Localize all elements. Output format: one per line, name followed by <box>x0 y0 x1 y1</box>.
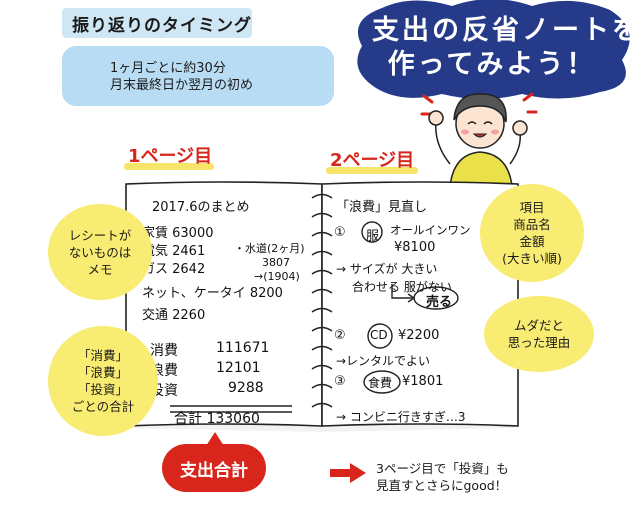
page1-heading: 2017.6のまとめ <box>152 200 250 215</box>
total-badge-pointer <box>206 432 224 446</box>
page2-item1-category: 服 <box>366 229 380 244</box>
spiral-ring <box>311 345 333 351</box>
page2-item1-price: ¥8100 <box>394 240 436 255</box>
page2-item2-reason: →レンタルでよい <box>336 354 431 368</box>
page2-label-underline <box>326 167 418 174</box>
page1-invest-value: 9288 <box>228 380 264 396</box>
bubble-receipt-note: レシートが ないものは メモ <box>48 204 152 300</box>
title-line1: 支出の反省ノートを <box>372 15 640 46</box>
bubble-receipt-line3: メモ <box>87 261 113 277</box>
total-badge: 支出合計 <box>162 444 266 492</box>
page1-water-value-half: →(1904) <box>254 270 300 283</box>
spiral-ring <box>311 212 333 218</box>
page1-rent: 家賃 63000 <box>142 226 214 241</box>
timing-line1: 1ヶ月ごとに約30分 <box>110 61 226 76</box>
page2-item3-price: ¥1801 <box>402 374 444 389</box>
spiral-ring <box>311 326 333 332</box>
bubble-item-line3: 金額 <box>519 234 545 249</box>
title-line2: 作ってみよう！ <box>387 49 597 80</box>
bubble-category-sums: 「消費」 「浪費」 「投資」 ごとの合計 <box>48 326 158 436</box>
spiral-ring <box>311 307 333 313</box>
page1-water: ・水道(2ヶ月) <box>234 242 305 255</box>
timing-line2: 月末最終日か翌月の初め <box>110 78 254 93</box>
timing-heading: 振り返りのタイミング <box>62 8 252 38</box>
spiral-ring <box>311 288 333 294</box>
page2-label: 2ページ目 <box>330 150 415 171</box>
cheering-woman-illustration <box>420 92 538 186</box>
bubble-receipt-line1: レシートが <box>68 227 132 243</box>
page1-net: ネット、ケータイ 8200 <box>142 286 283 301</box>
page1-water-value: 3807 <box>262 256 290 269</box>
spiral-ring <box>311 193 333 199</box>
bubble-receipt-line2: ないものは <box>68 244 132 260</box>
page1-label: 1ページ目 <box>128 146 213 167</box>
bubble-item-line1: 項目 <box>519 200 545 215</box>
spiral-ring <box>311 383 333 389</box>
spiral-ring <box>311 231 333 237</box>
bubble-item-line2: 商品名 <box>513 217 551 232</box>
page1-consume-value: 111671 <box>216 340 270 356</box>
page2-item3-number: ③ <box>334 374 346 389</box>
page2-item2-number: ② <box>334 328 346 343</box>
page1-consume: 消費 <box>150 343 178 359</box>
page2-item2-category: CD <box>370 328 388 342</box>
title-cloud <box>357 0 630 99</box>
spiral-ring <box>311 364 333 370</box>
bubble-waste-reason: ムダだと 思った理由 <box>484 296 594 372</box>
bubble-sum-line3: 「投資」 <box>77 382 128 397</box>
page2-item1-reason2: 合わせる 服がない <box>352 280 452 294</box>
page1-total: 合計 133060 <box>174 411 260 427</box>
bubble-item-fields: 項目 商品名 金額 (大きい順) <box>480 184 584 282</box>
footnote-line1: 3ページ目で「投資」も <box>376 461 509 476</box>
page2-item2-price: ¥2200 <box>398 328 440 343</box>
bubble-waste-line2: 思った理由 <box>507 335 571 350</box>
page2-item1-name: オールインワン <box>390 223 471 237</box>
page1-waste-value: 12101 <box>216 360 261 376</box>
footnote: 3ページ目で「投資」も 見直すとさらにgood！ <box>376 460 509 494</box>
page1-label-underline <box>124 163 214 170</box>
red-arrow-icon <box>330 463 366 483</box>
page2-item3-reason: → コンビニ行きすぎ…3 <box>336 410 466 424</box>
page2-item3-category: 食費 <box>368 376 393 390</box>
page1-electric: 電気 2461 <box>142 244 206 259</box>
footnote-line2: 見直すとさらにgood！ <box>376 478 508 493</box>
page2-heading: 「浪費」見直し <box>336 200 428 215</box>
notebook <box>125 181 519 432</box>
page1-gas: ガス 2642 <box>142 262 206 277</box>
bubble-sum-line4: ごとの合計 <box>71 399 135 414</box>
spiral-ring <box>311 250 333 256</box>
bubble-item-line4: (大きい順) <box>502 251 562 266</box>
page2-item1-reason1: → サイズが 大きい <box>336 262 438 276</box>
bubble-sum-line1: 「消費」 <box>77 348 128 363</box>
timing-box: 1ヶ月ごとに約30分 月末最終日か翌月の初め <box>62 46 334 106</box>
bubble-waste-line1: ムダだと <box>513 318 564 333</box>
page2-item1-number: ① <box>334 225 346 240</box>
bubble-sum-line2: 「浪費」 <box>77 365 128 380</box>
spiral-ring <box>311 269 333 275</box>
page2-item1-action: 売る <box>426 295 453 310</box>
page1-transport: 交通 2260 <box>142 308 206 323</box>
spiral-ring <box>311 402 333 408</box>
